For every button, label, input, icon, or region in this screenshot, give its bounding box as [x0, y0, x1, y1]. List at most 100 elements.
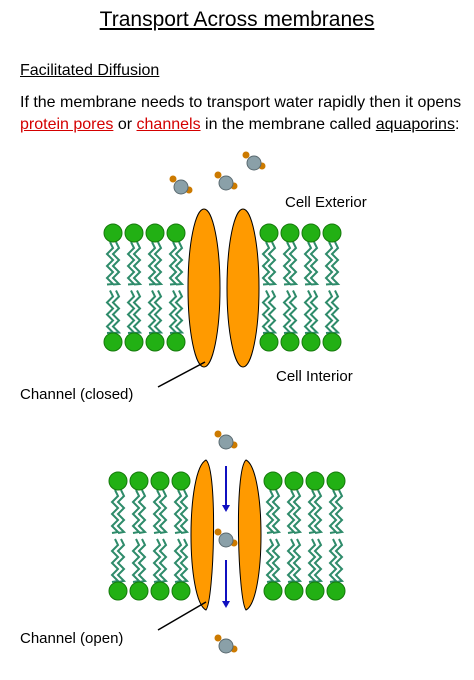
open-lipid-head — [263, 471, 283, 491]
open-lipid-head — [326, 581, 346, 601]
open-lipid-tail — [286, 538, 297, 583]
closed-lipid-tail — [147, 241, 158, 286]
open-label-pointer — [157, 601, 207, 631]
water-molecule-1-hydrogen-atom — [169, 175, 177, 183]
closed-lipid-head — [166, 332, 186, 352]
closed-lipid-tail — [267, 290, 278, 334]
aquaporins-term: aquaporins — [375, 116, 455, 133]
closed-lipid-tail — [309, 241, 320, 286]
open-lipid-tail — [313, 489, 324, 534]
open-lipid-tail — [265, 489, 276, 534]
open-lipid-tail — [286, 489, 297, 534]
closed-lipid-tail — [288, 241, 299, 286]
closed-lipid-tail — [288, 290, 299, 334]
open-lipid-head — [171, 471, 191, 491]
open-lipid-tail — [307, 489, 318, 534]
closed-lipid-tail — [174, 241, 185, 286]
flow-arrow-upper-head — [222, 505, 230, 512]
closed-lipid-head — [301, 223, 321, 243]
open-lipid-head — [305, 581, 325, 601]
closed-lipid-tail — [126, 241, 137, 286]
open-lipid-tail — [137, 538, 148, 583]
water-molecule-2-oxygen-atom — [218, 175, 234, 191]
water-molecule-4-oxygen-atom — [218, 434, 234, 450]
closed-lipid-tail — [111, 241, 122, 286]
protein-pores-term: protein pores — [20, 116, 114, 133]
open-lipid-head — [284, 581, 304, 601]
open-lipid-head — [150, 581, 170, 601]
open-lipid-tail — [334, 489, 345, 534]
channel-open-label: Channel (open) — [20, 630, 124, 647]
open-lipid-tail — [173, 489, 184, 534]
open-lipid-tail — [179, 538, 190, 583]
closed-lipid-head — [103, 223, 123, 243]
open-lipid-tail — [271, 538, 282, 583]
closed-lipid-tail — [303, 241, 314, 286]
open-lipid-tail — [158, 489, 169, 534]
open-lipid-tail — [131, 489, 142, 534]
open-lipid-tail — [110, 489, 121, 534]
closed-lipid-tail — [330, 290, 341, 334]
open-lipid-tail — [116, 538, 127, 583]
open-lipid-tail — [137, 489, 148, 534]
closed-lipid-head — [103, 332, 123, 352]
closed-channel-protein-right — [226, 208, 260, 368]
closed-lipid-tail — [132, 290, 143, 334]
water-molecule-4-hydrogen-atom — [214, 430, 222, 438]
cell-interior-label: Cell Interior — [276, 368, 353, 385]
para-text-4: : — [454, 116, 460, 133]
closed-lipid-head — [280, 332, 300, 352]
open-lipid-tail — [292, 489, 303, 534]
closed-lipid-tail — [168, 290, 179, 334]
closed-lipid-tail — [168, 241, 179, 286]
open-lipid-head — [129, 581, 149, 601]
closed-lipid-tail — [126, 290, 137, 334]
open-lipid-tail — [179, 489, 190, 534]
closed-lipid-head — [124, 332, 144, 352]
open-lipid-tail — [307, 538, 318, 583]
water-molecule-3-hydrogen-atom — [242, 151, 250, 159]
open-lipid-tail — [110, 538, 121, 583]
open-channel-protein-left — [190, 459, 215, 611]
closed-lipid-head — [145, 332, 165, 352]
open-lipid-tail — [292, 538, 303, 583]
water-molecule-5-oxygen-atom — [218, 532, 234, 548]
open-lipid-head — [150, 471, 170, 491]
closed-lipid-head — [322, 223, 342, 243]
closed-lipid-tail — [174, 290, 185, 334]
closed-lipid-tail — [111, 290, 122, 334]
intro-paragraph: If the membrane needs to transport water… — [20, 92, 465, 136]
closed-lipid-head — [145, 223, 165, 243]
cell-exterior-label: Cell Exterior — [285, 194, 367, 211]
water-molecule-2-hydrogen-atom — [214, 171, 222, 179]
open-lipid-tail — [271, 489, 282, 534]
open-lipid-head — [284, 471, 304, 491]
water-molecule-6-hydrogen-atom — [214, 634, 222, 642]
closed-lipid-head — [259, 332, 279, 352]
open-lipid-tail — [334, 538, 345, 583]
open-lipid-head — [305, 471, 325, 491]
closed-lipid-tail — [153, 290, 164, 334]
open-lipid-tail — [158, 538, 169, 583]
closed-lipid-tail — [324, 290, 335, 334]
para-text-3: in the membrane called — [200, 116, 376, 133]
closed-lipid-head — [259, 223, 279, 243]
closed-lipid-head — [280, 223, 300, 243]
flow-arrow-lower-head — [222, 601, 230, 608]
open-lipid-tail — [328, 538, 339, 583]
para-text-1: If the membrane needs to transport water… — [20, 94, 462, 111]
closed-lipid-tail — [105, 290, 116, 334]
channels-term: channels — [136, 116, 201, 133]
open-lipid-tail — [152, 489, 163, 534]
water-molecule-3-oxygen-atom — [246, 155, 262, 171]
open-lipid-tail — [328, 489, 339, 534]
closed-lipid-tail — [267, 241, 278, 286]
open-lipid-tail — [116, 489, 127, 534]
closed-lipid-head — [166, 223, 186, 243]
closed-lipid-tail — [324, 241, 335, 286]
para-text-2: or — [113, 116, 137, 133]
open-lipid-tail — [152, 538, 163, 583]
closed-channel-protein-left — [187, 208, 221, 368]
closed-lipid-tail — [309, 290, 320, 334]
